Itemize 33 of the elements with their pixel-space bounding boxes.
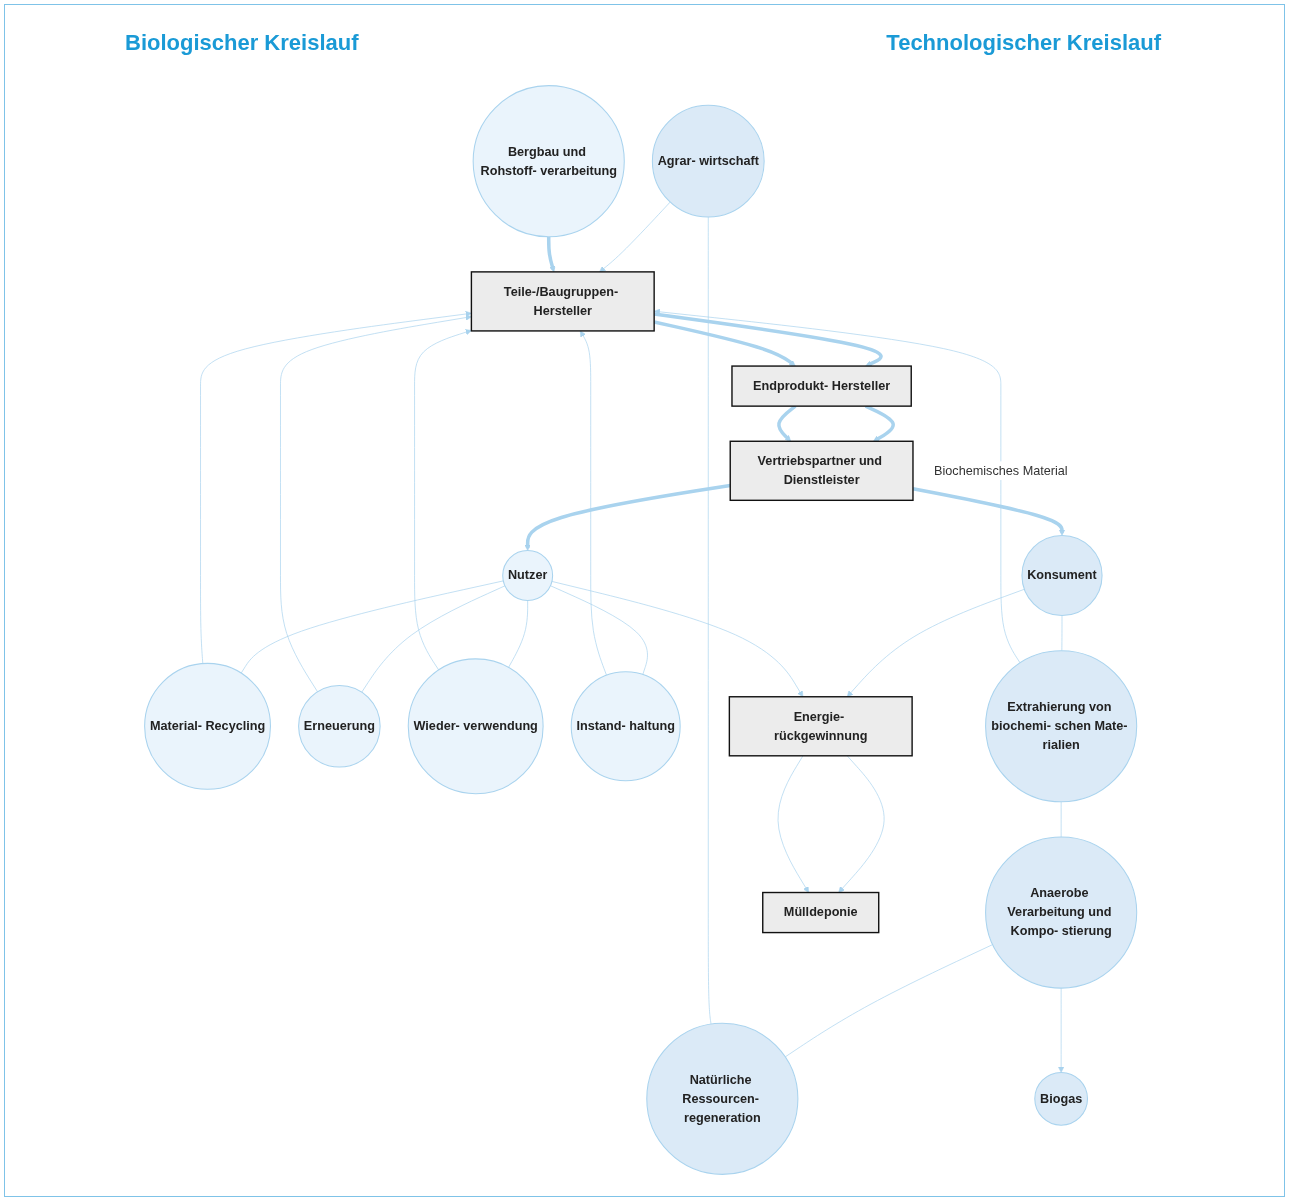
- arrow: [524, 483, 731, 551]
- node-box: Mülldeponie: [761, 891, 880, 934]
- node-circle: Material- Recycling: [143, 662, 271, 790]
- arrow: [912, 486, 1065, 536]
- connector: [707, 216, 712, 1025]
- node-circle: Konsument: [1021, 534, 1103, 617]
- arrow: [653, 320, 796, 367]
- node-box: Energie- rückgewinnung: [728, 696, 913, 757]
- node-box: Teile-/Baugruppen- Hersteller: [470, 271, 655, 332]
- node-circle: Nutzer: [502, 550, 553, 601]
- edge-label: Biochemisches Material: [933, 463, 1068, 478]
- connector: [784, 944, 993, 1058]
- arrow: [653, 312, 883, 367]
- node-circle: Instand- haltung: [570, 671, 681, 782]
- node-box: Endprodukt- Hersteller: [731, 365, 912, 407]
- connector: [361, 585, 506, 693]
- connector: [549, 585, 648, 675]
- section-heading: Technologischer Kreislauf: [886, 30, 1161, 56]
- arrow: [546, 236, 556, 273]
- node-circle: Wieder- verwendung: [407, 658, 544, 795]
- section-heading: Biologischer Kreislauf: [125, 30, 359, 56]
- node-circle: Extrahierung von biochemi- schen Mate- rialien: [984, 650, 1138, 803]
- node-circle: Agrar- wirtschaft: [651, 104, 765, 218]
- node-circle: Anaerobe Verarbeitung und Kompo- stierung: [984, 836, 1138, 989]
- connector: [508, 600, 528, 668]
- connector: [1060, 801, 1062, 838]
- node-circle: Erneuerung: [297, 685, 381, 768]
- node-box: Vertriebspartner und Dienstleister: [729, 440, 914, 501]
- node-circle: Natürliche Ressourcen- regeneration: [646, 1022, 799, 1175]
- connector: [1061, 615, 1063, 652]
- node-circle: Bergbau und Rohstoff- verarbeitung: [472, 85, 625, 238]
- node-circle: Biogas: [1034, 1071, 1088, 1126]
- connector: [240, 580, 504, 674]
